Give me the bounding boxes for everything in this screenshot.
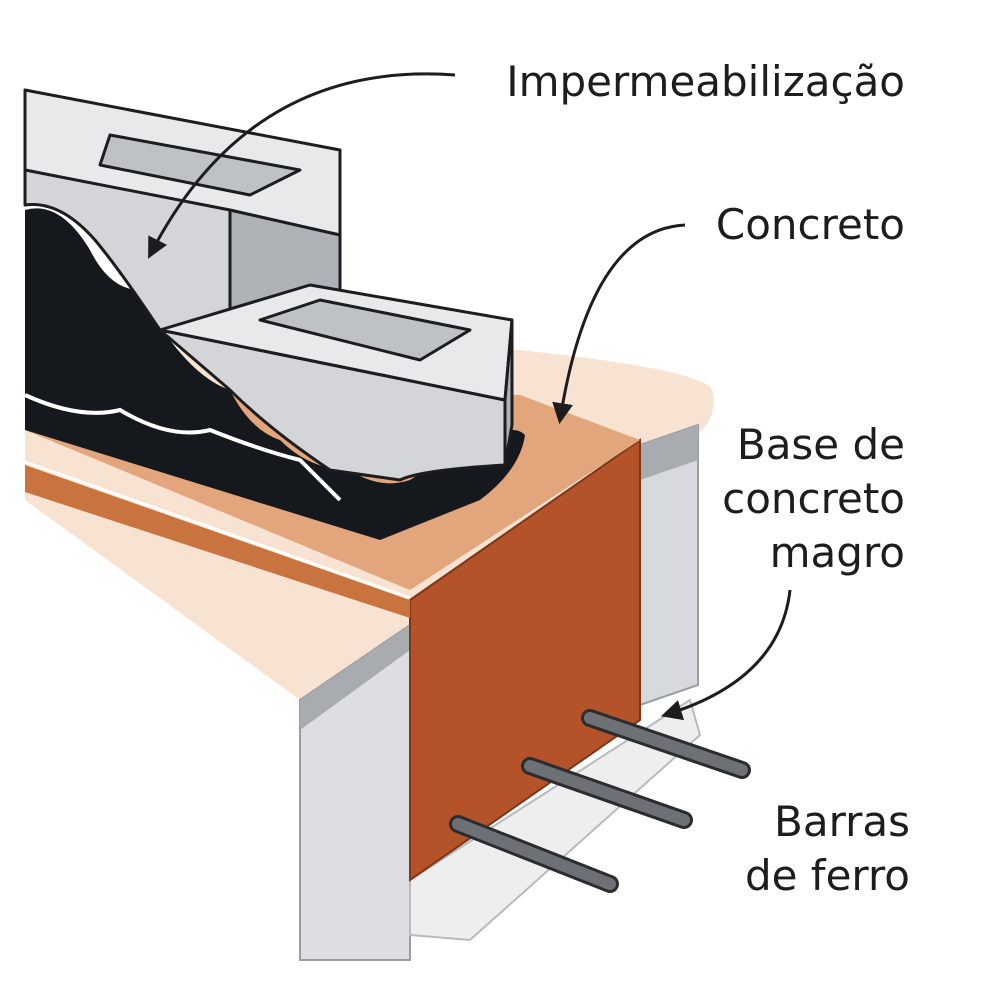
arrow-waterproofing xyxy=(148,72,456,259)
label-rebar: Barras de ferro xyxy=(700,795,910,903)
label-lean-concrete-line1: Base de xyxy=(736,420,905,469)
label-lean-concrete: Base de concreto magro xyxy=(650,418,905,580)
label-waterproofing: Impermeabilização xyxy=(506,57,905,106)
foundation-left-shadow xyxy=(300,625,410,730)
label-rebar-line2: de ferro xyxy=(744,851,910,900)
label-rebar-line1: Barras xyxy=(774,797,910,846)
label-concrete: Concreto xyxy=(715,200,905,249)
concrete-edge xyxy=(25,465,410,618)
foundation-right-shadow xyxy=(640,425,698,480)
arrow-lean-concrete xyxy=(660,589,792,721)
label-lean-concrete-line3: magro xyxy=(769,528,905,577)
rebars xyxy=(449,709,751,893)
arrow-concrete xyxy=(552,223,686,425)
concrete-blocks xyxy=(23,88,514,482)
concrete-front-face xyxy=(409,438,641,882)
waterproofing-membrane xyxy=(25,208,525,541)
label-lean-concrete-line2: concreto xyxy=(722,474,905,523)
